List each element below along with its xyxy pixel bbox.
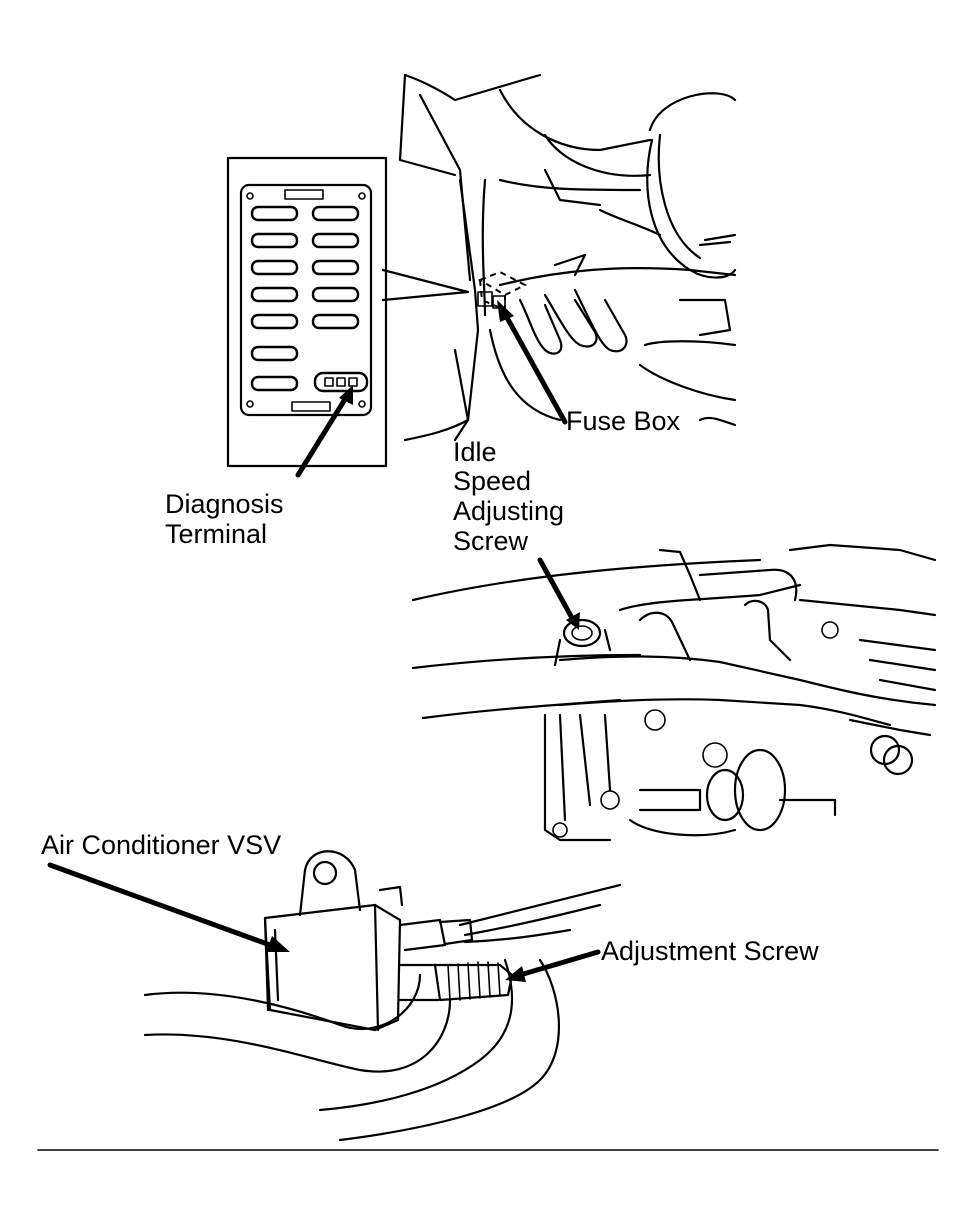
diagnosis-leader — [295, 393, 350, 478]
diagnosis-label-line1: Diagnosis — [165, 489, 284, 519]
adjustment-screw-label: Adjustment Screw — [601, 936, 819, 966]
fuse-box-leader — [502, 311, 568, 425]
idle-speed-label-line1: Idle — [453, 437, 497, 467]
ac-vsv-illustration — [143, 850, 622, 1142]
adjustment-screw-leader — [517, 949, 601, 978]
idle-screw-leader — [537, 557, 575, 621]
diagnosis-label-line2: Terminal — [165, 519, 268, 549]
fuse-box-label: Fuse Box — [566, 406, 681, 436]
dashboard-illustration — [398, 73, 737, 442]
idle-speed-label-line4: Screw — [453, 526, 529, 556]
idle-speed-label-line3: Adjusting — [453, 496, 565, 526]
ac-vsv-leader — [47, 862, 273, 948]
throttle-body-illustration — [411, 543, 937, 842]
ac-vsv-label: Air Conditioner VSV — [41, 830, 282, 860]
idle-speed-label-line2: Speed — [453, 466, 532, 496]
fuse-panel-inset — [226, 156, 470, 468]
leader-lines — [47, 300, 601, 982]
